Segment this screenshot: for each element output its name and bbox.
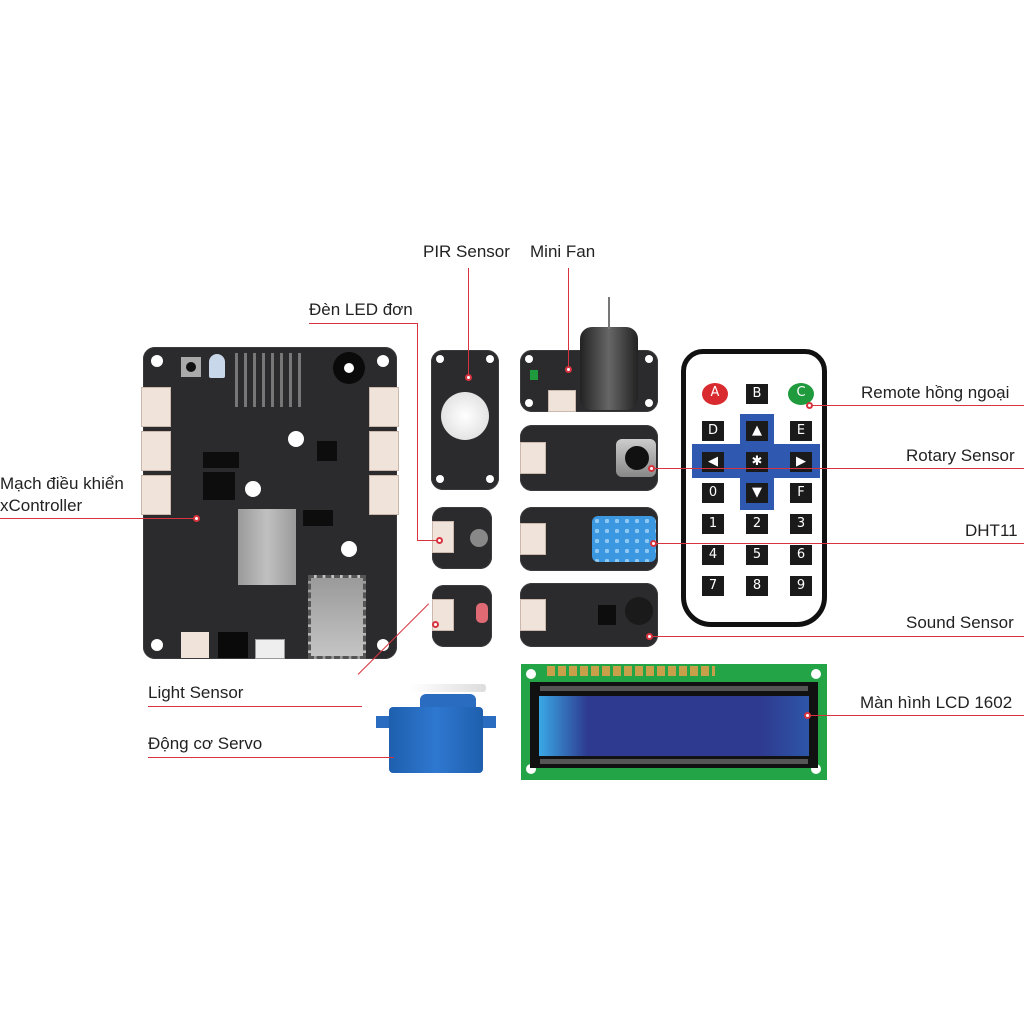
- port-connector: [369, 387, 399, 427]
- remote-key-d[interactable]: D: [702, 421, 724, 441]
- buzzer: [333, 352, 365, 384]
- mount-hole: [151, 639, 163, 651]
- remote-key-3[interactable]: 3: [790, 514, 812, 534]
- port-connector: [369, 431, 399, 471]
- label-lcd: Màn hình LCD 1602: [860, 693, 1013, 712]
- label-led: Đèn LED đơn: [309, 300, 413, 319]
- port-connector: [369, 475, 399, 515]
- usb-port: [255, 639, 285, 659]
- remote-key-c[interactable]: C: [788, 383, 814, 405]
- battery-connector: [181, 632, 209, 658]
- label-light-sensor: Light Sensor: [148, 683, 244, 702]
- lcd-screen: [539, 696, 809, 756]
- led-board: [432, 507, 492, 569]
- sensor-dome: [341, 541, 357, 557]
- ic-chip: [203, 472, 235, 500]
- lcd-1602: [521, 664, 827, 780]
- ic-chip: [317, 441, 337, 461]
- mount-hole: [151, 355, 163, 367]
- remote-key-8[interactable]: 8: [746, 576, 768, 596]
- remote-key-up[interactable]: ▲: [746, 421, 768, 441]
- ir-remote: A B C D ▲ E ◀ ✱ ▶ 0 ▼ F 1 2 3 4 5 6 7 8 …: [681, 349, 827, 627]
- xcontroller-board: [141, 347, 399, 659]
- remote-key-5[interactable]: 5: [746, 545, 768, 565]
- voltage-regulator: [238, 509, 296, 585]
- label-dht11: DHT11: [965, 521, 1018, 540]
- label-sound-sensor: Sound Sensor: [906, 613, 1014, 632]
- led: [470, 529, 488, 547]
- mount-hole: [377, 639, 389, 651]
- remote-key-6[interactable]: 6: [790, 545, 812, 565]
- label-mini-fan: Mini Fan: [530, 242, 596, 261]
- sensor-dome: [288, 431, 304, 447]
- microphone: [625, 597, 653, 625]
- remote-key-left[interactable]: ◀: [702, 452, 724, 472]
- remote-key-b[interactable]: B: [746, 384, 768, 404]
- remote-key-down[interactable]: ▼: [746, 483, 768, 503]
- remote-key-e[interactable]: E: [790, 421, 812, 441]
- pir-sensor-board: [431, 350, 499, 490]
- ic-chip: [303, 510, 333, 526]
- reset-button: [181, 357, 201, 377]
- remote-key-a[interactable]: A: [702, 383, 728, 405]
- dht11-sensor: [592, 516, 656, 562]
- remote-key-settings[interactable]: ✱: [746, 452, 768, 472]
- photoresistor: [476, 603, 488, 623]
- port-connector: [141, 387, 171, 427]
- remote-key-4[interactable]: 4: [702, 545, 724, 565]
- sensor-dome: [245, 481, 261, 497]
- fan-motor: [580, 327, 638, 410]
- light-sensor-board: [432, 585, 492, 647]
- pir-dome: [441, 392, 489, 440]
- sound-sensor-board: [520, 583, 658, 647]
- label-pir-sensor: PIR Sensor: [423, 242, 510, 261]
- remote-key-1[interactable]: 1: [702, 514, 724, 534]
- pin-header: [235, 353, 301, 407]
- remote-key-7[interactable]: 7: [702, 576, 724, 596]
- remote-key-2[interactable]: 2: [746, 514, 768, 534]
- label-rotary-sensor: Rotary Sensor: [906, 446, 1015, 465]
- dht11-board: [520, 507, 658, 571]
- label-remote: Remote hồng ngoại: [861, 383, 1010, 402]
- power-jack: [218, 632, 248, 658]
- rotary-sensor-board: [520, 425, 658, 491]
- mount-hole: [377, 355, 389, 367]
- rgb-led: [209, 354, 225, 378]
- remote-key-0[interactable]: 0: [702, 483, 724, 503]
- remote-key-9[interactable]: 9: [790, 576, 812, 596]
- label-controller: Mạch điều khiển: [0, 474, 124, 493]
- port-connector: [141, 475, 171, 515]
- remote-key-f[interactable]: F: [790, 483, 812, 503]
- label-servo: Động cơ Servo: [148, 734, 263, 753]
- ic-chip: [203, 452, 239, 468]
- port-connector: [141, 431, 171, 471]
- label-controller-name: xController: [0, 496, 83, 515]
- fan-shaft: [608, 297, 610, 329]
- remote-key-right[interactable]: ▶: [790, 452, 812, 472]
- esp32-module: [308, 575, 366, 659]
